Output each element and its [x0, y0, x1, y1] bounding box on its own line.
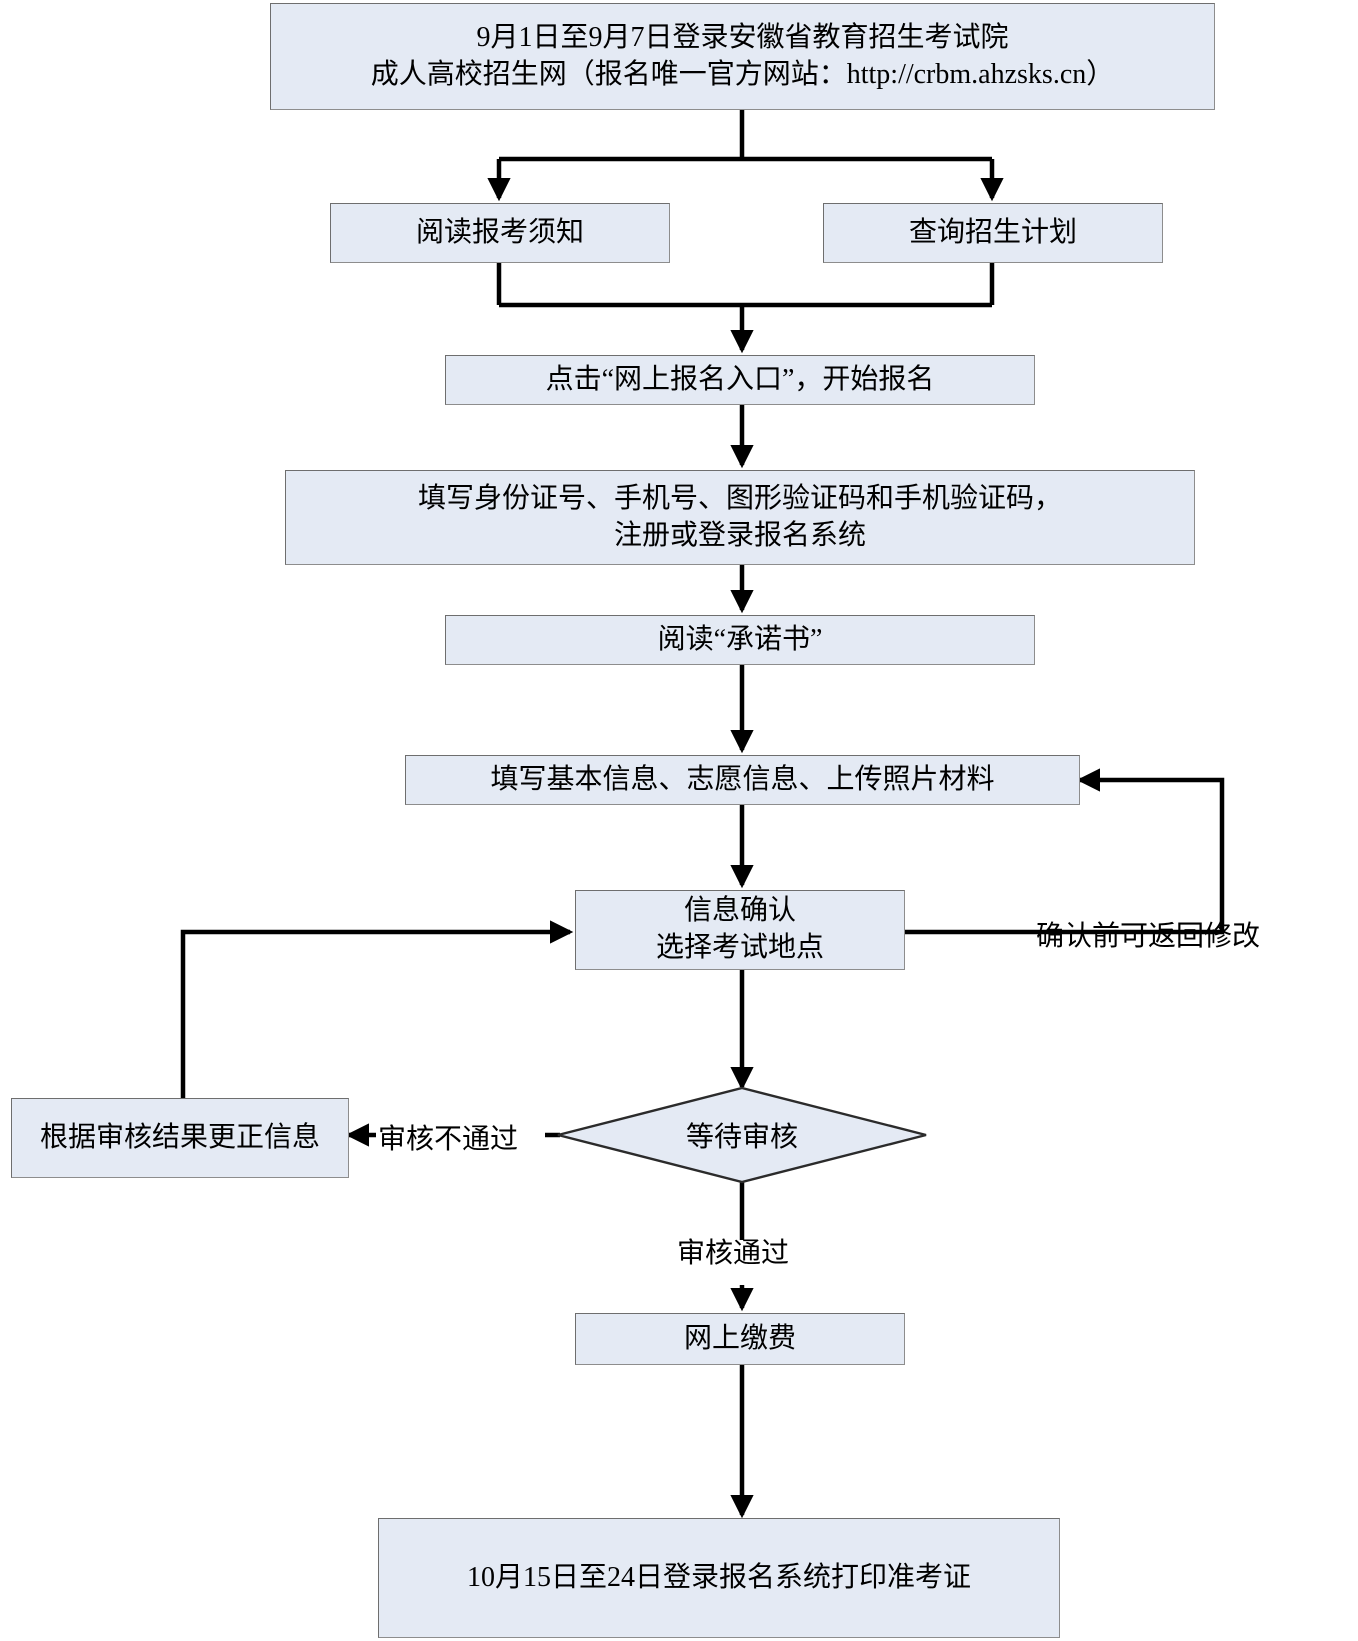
- node-start-login-label: 9月1日至9月7日登录安徽省教育招生考试院 成人高校招生网（报名唯一官方网站：h…: [370, 21, 1115, 90]
- node-read-notice-label: 阅读报考须知: [415, 216, 584, 248]
- node-wait-review-label: 等待审核: [685, 1122, 798, 1153]
- node-read-notice[interactable]: 阅读报考须知: [330, 203, 670, 263]
- node-confirm-info-label: 信息确认 选择考试地点: [655, 895, 824, 963]
- node-online-payment-label: 网上缴费: [683, 1322, 796, 1354]
- node-fill-id-phone-label: 填写身份证号、手机号、图形验证码和手机验证码， 注册或登录报名系统: [417, 482, 1062, 551]
- node-query-plan[interactable]: 查询招生计划: [823, 203, 1163, 263]
- node-click-entry-label: 点击“网上报名入口”，开始报名: [545, 363, 935, 395]
- node-correct-info[interactable]: 根据审核结果更正信息: [11, 1098, 349, 1178]
- node-read-commitment[interactable]: 阅读“承诺书”: [445, 615, 1035, 665]
- node-wait-review[interactable]: 等待审核: [556, 1086, 928, 1184]
- node-query-plan-label: 查询招生计划: [908, 216, 1077, 248]
- node-correct-info-label: 根据审核结果更正信息: [39, 1121, 320, 1153]
- node-online-payment[interactable]: 网上缴费: [575, 1313, 905, 1365]
- edge-label-review-passed: 审核通过: [677, 1238, 790, 1269]
- edge-label-can-return-to-modify: 确认前可返回修改: [1036, 921, 1261, 952]
- node-start-login[interactable]: 9月1日至9月7日登录安徽省教育招生考试院 成人高校招生网（报名唯一官方网站：h…: [270, 3, 1215, 110]
- node-print-admission[interactable]: 10月15日至24日登录报名系统打印准考证: [378, 1518, 1060, 1638]
- node-read-commitment-label: 阅读“承诺书”: [657, 623, 823, 655]
- node-fill-basic-info-label: 填写基本信息、志愿信息、上传照片材料: [490, 763, 995, 795]
- node-confirm-info[interactable]: 信息确认 选择考试地点: [575, 890, 905, 970]
- node-fill-id-phone[interactable]: 填写身份证号、手机号、图形验证码和手机验证码， 注册或登录报名系统: [285, 470, 1195, 565]
- edge-correct-to-confirm: [180, 920, 574, 1100]
- edge-label-review-failed: 审核不通过: [378, 1124, 519, 1155]
- node-click-entry[interactable]: 点击“网上报名入口”，开始报名: [445, 355, 1035, 405]
- node-fill-basic-info[interactable]: 填写基本信息、志愿信息、上传照片材料: [405, 755, 1080, 805]
- node-print-admission-label: 10月15日至24日登录报名系统打印准考证: [466, 1561, 971, 1593]
